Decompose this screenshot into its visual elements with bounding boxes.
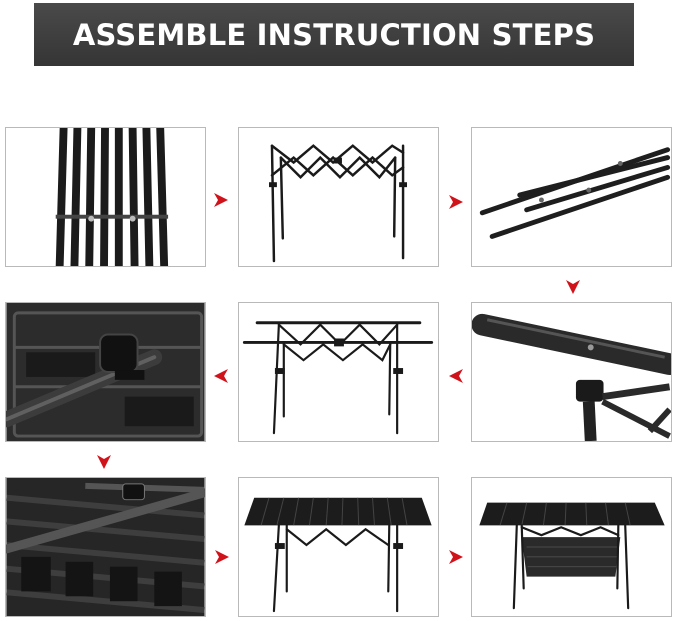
arrow-right-icon bbox=[211, 190, 231, 210]
step-3-panel bbox=[471, 127, 672, 267]
frame-with-rails-image bbox=[239, 303, 438, 441]
title-banner: ASSEMBLE INSTRUCTION STEPS bbox=[34, 3, 634, 66]
step-2-panel bbox=[238, 127, 439, 267]
assembled-table-image bbox=[239, 478, 438, 616]
slat-underside-closeup-image bbox=[6, 478, 205, 616]
table-with-storage-image bbox=[472, 478, 671, 616]
arrow-right-icon bbox=[446, 547, 466, 567]
step-9-panel bbox=[471, 477, 672, 617]
arrow-right-icon bbox=[212, 547, 232, 567]
rail-bracket-closeup-image bbox=[472, 303, 671, 441]
arrow-right-icon bbox=[446, 192, 466, 212]
step-4-panel bbox=[5, 302, 206, 442]
loose-rods-image bbox=[472, 128, 671, 266]
step-7-panel bbox=[5, 477, 206, 617]
step-1-panel bbox=[5, 127, 206, 267]
step-8-panel bbox=[238, 477, 439, 617]
rod-clip-closeup-image bbox=[6, 303, 205, 441]
arrow-down-icon bbox=[94, 452, 114, 472]
pole-bundle-image bbox=[6, 128, 205, 266]
step-6-panel bbox=[471, 302, 672, 442]
arrow-left-icon bbox=[211, 366, 231, 386]
arrow-left-icon bbox=[446, 366, 466, 386]
page-title: ASSEMBLE INSTRUCTION STEPS bbox=[72, 17, 596, 52]
step-5-panel bbox=[238, 302, 439, 442]
folding-frame-image bbox=[239, 128, 438, 266]
arrow-down-icon bbox=[563, 277, 583, 297]
